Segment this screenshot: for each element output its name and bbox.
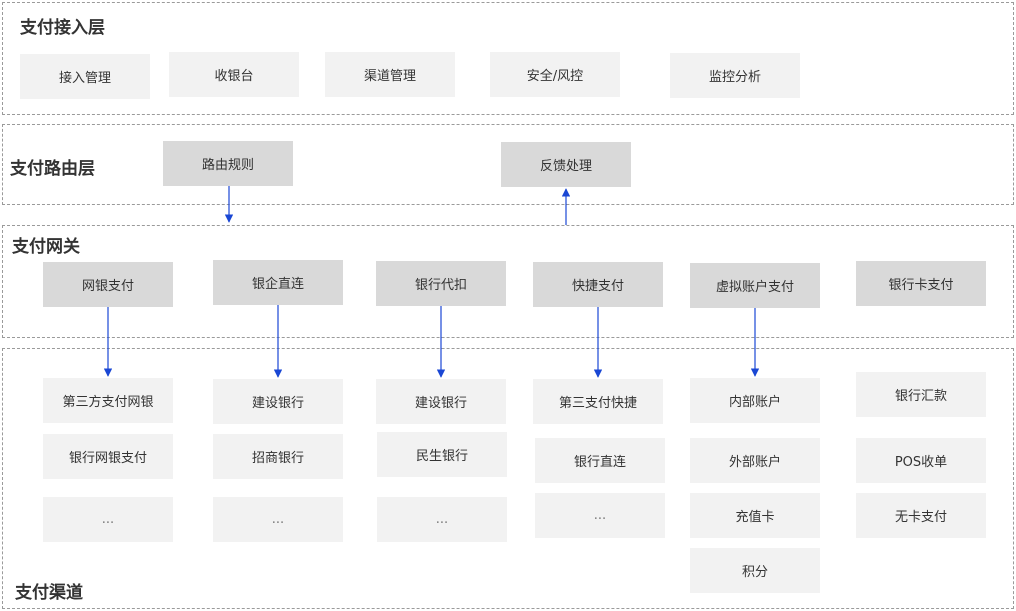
gateway-item-bank-enterprise-direct: 银企直连 [213,260,343,305]
access-item-cashier: 收银台 [169,52,299,97]
gateway-layer [2,225,1014,338]
channel-item: 银行网银支付 [43,434,173,479]
channel-item-more: ... [43,497,173,542]
access-layer-title: 支付接入层 [20,18,105,38]
access-item-security-risk: 安全/风控 [490,52,620,97]
channel-item-more: ... [535,493,665,538]
channel-item: 外部账户 [690,438,820,483]
channel-item: 无卡支付 [856,493,986,538]
channel-item: 第三支付快捷 [533,379,663,424]
gateway-item-online-banking: 网银支付 [43,262,173,307]
routing-layer-title: 支付路由层 [10,159,95,179]
channel-item: 充值卡 [690,493,820,538]
channel-item: 内部账户 [690,378,820,423]
channel-item: 银行汇款 [856,372,986,417]
channel-item: 第三方支付网银 [43,378,173,423]
access-layer [2,2,1014,115]
access-item-monitoring: 监控分析 [670,53,800,98]
channel-item: 银行直连 [535,438,665,483]
gateway-item-quick-pay: 快捷支付 [533,262,663,307]
routing-item-routing-rules: 路由规则 [163,141,293,186]
access-item-access-management: 接入管理 [20,54,150,99]
channel-layer-title: 支付渠道 [15,583,83,603]
gateway-item-virtual-account-pay: 虚拟账户支付 [690,263,820,308]
channel-item: 积分 [690,548,820,593]
channel-layer [2,348,1014,609]
channel-item: 招商银行 [213,434,343,479]
channel-item-more: ... [377,497,507,542]
channel-item: 民生银行 [377,432,507,477]
gateway-layer-title: 支付网关 [12,237,80,257]
gateway-item-bank-card-pay: 银行卡支付 [856,261,986,306]
routing-layer [2,124,1014,205]
access-item-channel-management: 渠道管理 [325,52,455,97]
routing-item-feedback-handling: 反馈处理 [501,142,631,187]
channel-item: 建设银行 [376,379,506,424]
channel-item-more: ... [213,497,343,542]
gateway-item-bank-withholding: 银行代扣 [376,261,506,306]
channel-item: POS收单 [856,438,986,483]
channel-item: 建设银行 [213,379,343,424]
